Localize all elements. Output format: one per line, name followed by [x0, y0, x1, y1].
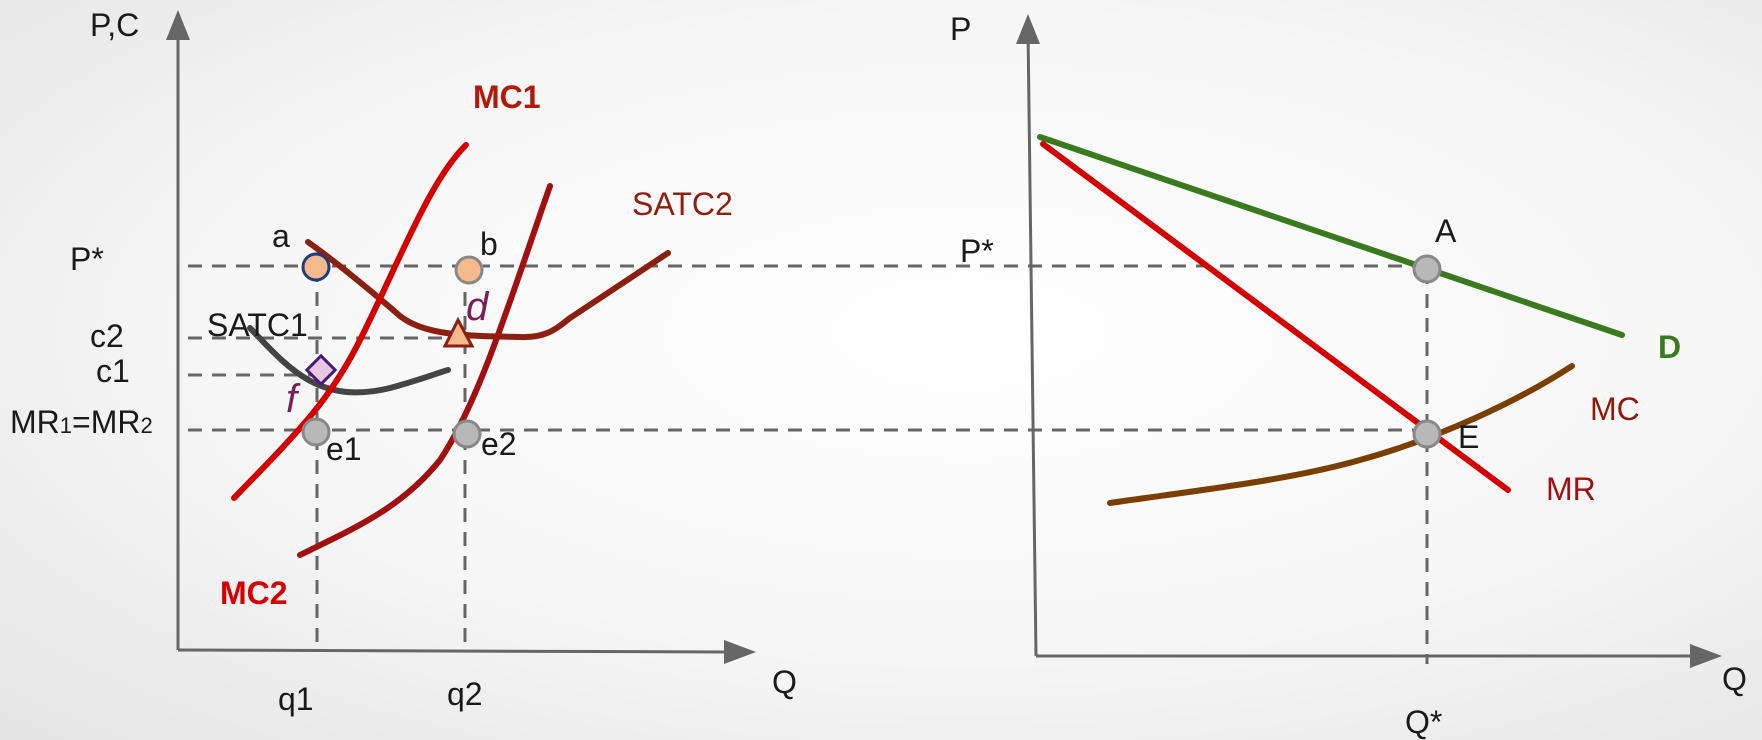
right-x-axis-arrow [1690, 644, 1722, 668]
right-x-axis-label: Q [1722, 661, 1747, 697]
point-A-marker [1412, 254, 1442, 284]
left-price-label: P* [70, 241, 104, 277]
c1-label: c1 [96, 353, 130, 389]
mr-label: MR [1546, 471, 1596, 507]
mr-equality-label: MR1=MR2 [10, 404, 153, 440]
point-f-label: f [286, 377, 301, 421]
left-x-axis-label: Q [772, 664, 797, 700]
point-b-label: b [480, 226, 498, 262]
right-y-axis-arrow [1016, 14, 1040, 44]
mc-market-label: MC [1590, 391, 1640, 427]
point-e2-label: e2 [481, 426, 517, 462]
satc2-curve [305, 239, 671, 341]
satc1-curve [247, 325, 451, 396]
point-d-label: d [466, 285, 490, 329]
point-E-marker [1412, 419, 1442, 449]
demand-label: D [1658, 329, 1681, 365]
left-x-axis-arrow [724, 640, 756, 664]
left-y-axis-label: P,C [90, 7, 139, 43]
point-E-label: E [1458, 419, 1479, 455]
left-y-axis-arrow [166, 10, 190, 40]
mc2-label: MC2 [220, 575, 288, 611]
point-a-label: a [272, 218, 290, 254]
left-x-axis [177, 648, 727, 654]
demand-curve [1037, 134, 1625, 338]
point-e1-marker [301, 417, 331, 447]
q2-label: q2 [447, 676, 483, 712]
right-y-axis-label: P [950, 11, 971, 47]
c2-label: c2 [90, 318, 124, 354]
right-panel: P Q P* Q* D MC MR A E [950, 11, 1747, 740]
left-panel: P,C Q P* c2 c1 MR1=MR2 q1 q2 MC1 MC2 SAT… [10, 7, 1420, 717]
q1-label: q1 [278, 681, 314, 717]
q-star-label: Q* [1405, 704, 1442, 740]
point-e1-label: e1 [326, 431, 362, 467]
point-f-marker [304, 353, 338, 387]
point-A-label: A [1435, 213, 1457, 249]
point-e2-marker [452, 419, 482, 449]
right-y-axis [1026, 29, 1038, 657]
point-b-marker [454, 255, 484, 285]
right-price-label: P* [960, 233, 994, 269]
point-d-marker [442, 316, 475, 348]
point-a-marker [301, 252, 331, 282]
mc1-curve [231, 142, 469, 501]
satc2-label: SATC2 [632, 186, 733, 222]
mc2-curve [297, 183, 553, 558]
satc1-label: SATC1 [207, 307, 308, 343]
mc1-label: MC1 [473, 79, 541, 115]
mc-market-curve [1107, 363, 1575, 506]
